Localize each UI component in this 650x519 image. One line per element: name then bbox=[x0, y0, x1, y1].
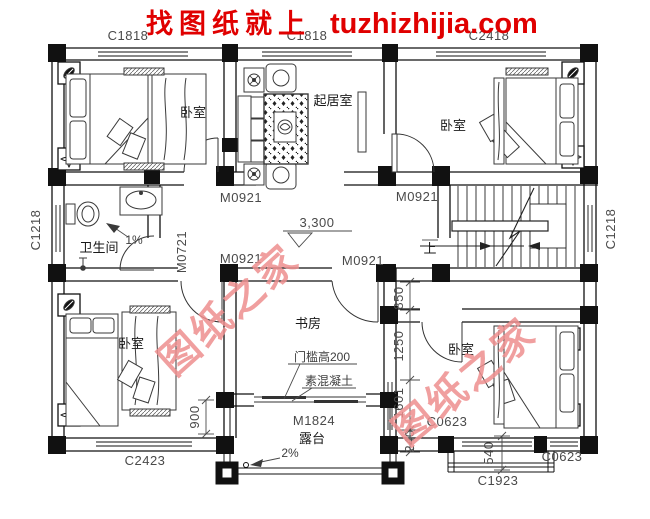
stairs-up-label: 上 bbox=[423, 241, 436, 256]
note-labels: 1% 2% 门槛高200 素混凝土 bbox=[125, 233, 353, 460]
terrace-parapet bbox=[215, 406, 405, 485]
watermarks: 图纸之家 图纸之家 bbox=[151, 236, 545, 454]
dim-900: 900 bbox=[187, 405, 202, 428]
window-label-c2423: C2423 bbox=[125, 453, 166, 468]
lamp-icon bbox=[247, 73, 261, 87]
window-bands bbox=[55, 51, 593, 447]
door-label-m0921-study: M0921 bbox=[342, 253, 384, 268]
window-label-c1923: C1923 bbox=[478, 473, 519, 488]
door-labels: M0921 M0921 M0921 M0921 M0721 M1824 bbox=[174, 189, 438, 428]
dim-1250: 1250 bbox=[391, 331, 406, 362]
window-labels: C1818 C1818 C2418 C1218 C1218 C2423 C062… bbox=[28, 28, 618, 488]
staircase bbox=[420, 186, 576, 267]
room-label-terrace: 露台 bbox=[299, 431, 325, 446]
exterior-walls bbox=[51, 47, 598, 452]
dim-850: 850 bbox=[391, 286, 406, 309]
dimension-labels: 3,300 850 1250 1601 240 900 540 bbox=[187, 215, 496, 465]
note-threshold: 门槛高200 bbox=[294, 349, 350, 364]
door-label-m1824: M1824 bbox=[293, 413, 335, 428]
room-label-bathroom: 卫生间 bbox=[79, 240, 118, 255]
window-label-c0623-inner: C0623 bbox=[427, 414, 468, 429]
dim-1601: 1601 bbox=[391, 388, 406, 419]
dim-540: 540 bbox=[481, 441, 496, 464]
furniture-bedroom-bl bbox=[57, 293, 177, 427]
door-label-m0921-tr: M0921 bbox=[396, 189, 438, 204]
window-label-c1818-mid: C1818 bbox=[287, 28, 328, 43]
lamp-icon bbox=[247, 167, 261, 181]
room-label-bedroom-tl: 卧室 bbox=[180, 105, 206, 120]
header-site-url: tuzhizhijia.com bbox=[330, 8, 538, 40]
window-label-c1218-left: C1218 bbox=[28, 210, 43, 251]
room-label-bedroom-bl: 卧室 bbox=[118, 336, 144, 351]
note-terrace-slope: 2% bbox=[281, 446, 299, 460]
door-label-m0721: M0721 bbox=[174, 231, 189, 273]
window-label-c1818-left: C1818 bbox=[108, 28, 149, 43]
dimension-lines bbox=[106, 223, 510, 475]
furniture-bedroom-br bbox=[476, 325, 581, 429]
decor-shell-icon bbox=[57, 293, 81, 317]
dim-corridor-3300: 3,300 bbox=[299, 215, 334, 230]
room-labels: 卧室 起居室 卧室 卫生间 书房 卧室 卧室 露台 上 bbox=[79, 93, 474, 446]
room-label-bedroom-br: 卧室 bbox=[448, 342, 474, 357]
furniture-bedroom-tl bbox=[57, 61, 207, 171]
dim-240: 240 bbox=[402, 429, 417, 452]
door-label-m0921-bl: M0921 bbox=[220, 251, 262, 266]
room-label-living: 起居室 bbox=[313, 93, 352, 108]
door-label-m0921-tl: M0921 bbox=[220, 190, 262, 205]
room-label-bedroom-tr: 卧室 bbox=[440, 118, 466, 133]
site-header: 找图纸就上 tuzhizhijia.com bbox=[146, 8, 538, 40]
balcony-parapet bbox=[447, 451, 555, 473]
window-label-c1218-right: C1218 bbox=[603, 209, 618, 250]
header-slogan: 找图纸就上 bbox=[146, 8, 311, 39]
doors-swings bbox=[119, 133, 463, 403]
room-label-study: 书房 bbox=[295, 316, 321, 331]
window-label-c0623-right: C0623 bbox=[542, 449, 583, 464]
furniture-living bbox=[237, 63, 367, 190]
window-label-c2418: C2418 bbox=[469, 28, 510, 43]
note-concrete: 素混凝土 bbox=[305, 373, 353, 388]
note-bath-slope: 1% bbox=[125, 233, 143, 247]
furniture-bedroom-tr bbox=[478, 61, 585, 169]
columns bbox=[48, 44, 598, 454]
bathroom-fixtures bbox=[65, 186, 163, 271]
